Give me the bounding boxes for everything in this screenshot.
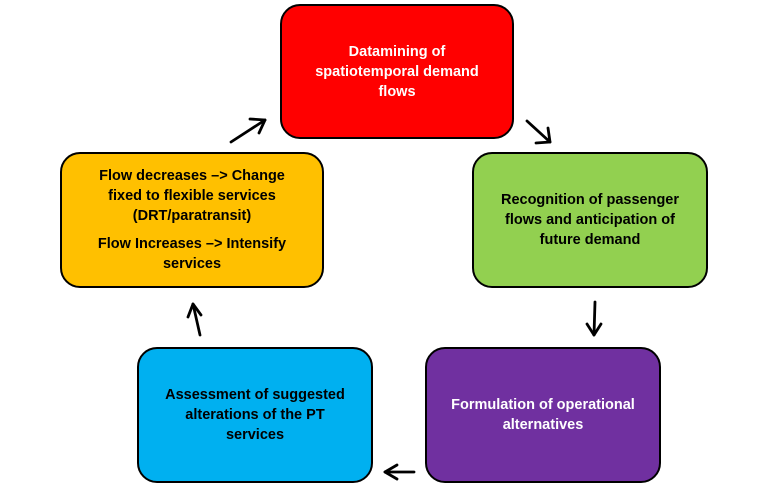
flow-increase-line-1: Flow Increases –> Intensify — [97, 236, 287, 252]
flow-decrease-line-3: (DRT/paratransit) — [132, 208, 252, 224]
arrow-recognition-to-formulation — [585, 300, 603, 337]
arrow-assessment-to-flow — [186, 302, 203, 337]
node-datamining-line-1: Datamining of — [348, 43, 446, 60]
node-assessment-line-1: Assessment of suggested — [165, 387, 345, 403]
node-assessment: Assessment of suggested alterations of t… — [137, 347, 373, 483]
node-recognition-line-2: flows and anticipation of — [505, 212, 675, 228]
node-recognition-line-1: Recognition of passenger — [500, 192, 680, 208]
node-datamining: Datamining of spatiotemporal demand flow… — [280, 4, 514, 139]
flow-increase-line-2: services — [162, 256, 222, 272]
node-formulation: Formulation of operational alternatives — [425, 347, 661, 483]
node-assessment-line-2: alterations of the PT — [185, 407, 325, 423]
node-formulation-line-2: alternatives — [502, 417, 584, 433]
node-recognition: Recognition of passenger flows and antic… — [472, 152, 708, 288]
flow-decrease-line-2: fixed to flexible services — [108, 188, 276, 204]
node-formulation-line-1: Formulation of operational — [451, 397, 635, 413]
node-assessment-line-3: services — [225, 427, 285, 443]
node-recognition-line-3: future demand — [539, 232, 641, 248]
node-datamining-line-3: flows — [378, 83, 416, 100]
flow-decrease-text: Flow decreases –> Change fixed to flexib… — [99, 166, 285, 226]
arrow-datamining-to-recognition — [525, 119, 552, 145]
node-datamining-line-2: spatiotemporal demand — [315, 63, 479, 80]
node-flow: Flow decreases –> Change fixed to flexib… — [60, 152, 324, 288]
arrow-formulation-to-assessment — [383, 463, 416, 481]
flow-increase-text: Flow Increases –> Intensify services — [98, 234, 286, 274]
flow-decrease-line-1: Flow decreases –> Change — [99, 168, 285, 184]
arrow-flow-to-datamining — [229, 117, 267, 144]
